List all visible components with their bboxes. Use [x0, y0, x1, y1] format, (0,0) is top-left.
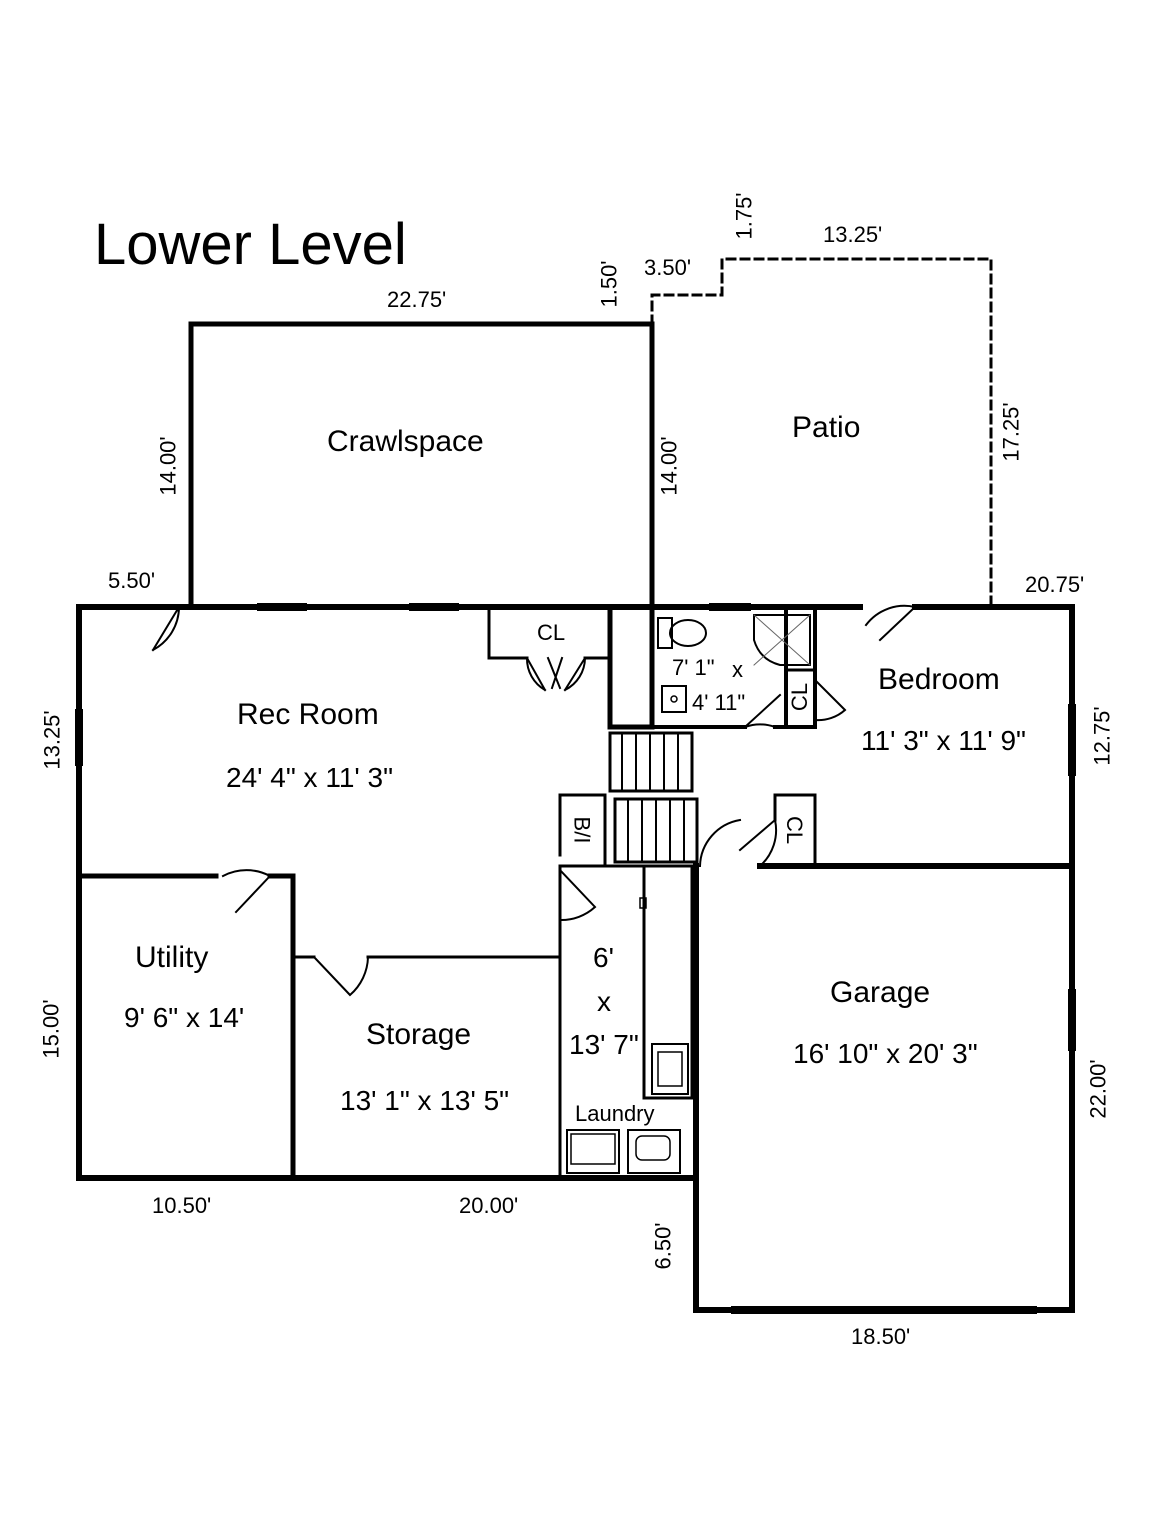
bath-size-x: x — [732, 657, 743, 682]
window-rec-1 — [257, 603, 307, 611]
dim-patio-right: 17.25' — [998, 402, 1024, 462]
dim-storage-bottom: 20.00' — [459, 1193, 519, 1218]
water-heater-box — [639, 897, 647, 909]
door-bath — [743, 693, 782, 729]
toilet-tank — [657, 617, 673, 649]
dim-patio-step-v: 1.50' — [596, 260, 622, 308]
dim-crawl-left: 14.00' — [155, 436, 181, 496]
crawlspace-label: Crawlspace — [327, 425, 484, 458]
dim-right-top: 20.75' — [1025, 572, 1085, 597]
garage-size: 16' 10" x 20' 3" — [793, 1038, 978, 1069]
dim-utility-left: 15.00' — [38, 999, 64, 1059]
dim-patio-top: 13.25' — [823, 222, 883, 247]
dim-crawl-right: 14.00' — [656, 436, 682, 496]
dryer — [627, 1129, 681, 1174]
washer — [566, 1129, 620, 1174]
dim-utility-bottom: 10.50' — [152, 1193, 212, 1218]
rec-closet-label: CL — [537, 620, 566, 645]
stair-closet-label: CL — [782, 815, 808, 845]
window-bath — [709, 603, 751, 611]
dim-garage-right: 22.00' — [1085, 1059, 1111, 1119]
window-rec-left — [75, 709, 83, 766]
door-bedroom — [864, 604, 917, 642]
bedroom-size: 11' 3" x 11' 9" — [861, 725, 1026, 756]
bath-walls — [650, 605, 817, 729]
dim-left-top-step: 5.50' — [108, 568, 156, 593]
garage-door — [731, 1306, 1037, 1314]
window-garage-right — [1068, 989, 1076, 1051]
door-stair-closet — [698, 818, 778, 868]
dim-bed-right: 12.75' — [1089, 706, 1115, 766]
utility-label: Utility — [135, 941, 209, 974]
door-storage — [312, 955, 370, 997]
dim-patio-step-h: 3.50' — [644, 255, 692, 280]
bedroom-label: Bedroom — [878, 663, 1000, 696]
hall-size-1: 6' — [593, 942, 614, 973]
door-ext-left — [151, 605, 181, 652]
chase-wall — [607, 604, 655, 730]
utility-size: 9' 6" x 14' — [124, 1002, 245, 1033]
storage-size: 13' 1" x 13' 5" — [340, 1085, 510, 1116]
hall-size-2: x — [597, 986, 611, 1017]
bath-sink — [661, 685, 687, 713]
doors-rec-closet — [525, 656, 587, 692]
rec-room-size: 24' 4" x 11' 3" — [226, 762, 394, 793]
page-title: Lower Level — [94, 212, 407, 277]
crawlspace-walls — [188, 321, 655, 607]
stair-treads — [621, 732, 685, 863]
dim-rec-left: 13.25' — [39, 710, 65, 770]
hall-size-3: 13' 7" — [569, 1029, 639, 1060]
dim-garage-bottom: 18.50' — [851, 1324, 911, 1349]
patio-label: Patio — [792, 411, 861, 444]
patio-dashed-outline — [650, 257, 993, 606]
stair-closet — [773, 793, 817, 868]
bath-closet-label: CL — [787, 682, 813, 712]
garage-label: Garage — [830, 976, 931, 1009]
dim-crawl-top: 22.75' — [387, 287, 447, 312]
bath-size-a: 7' 1" — [672, 655, 715, 680]
built-in-label: B/I — [569, 816, 595, 844]
shower — [753, 614, 811, 666]
dim-patio-step-v2: 1.75' — [731, 192, 757, 240]
door-hall — [558, 868, 597, 922]
storage-label: Storage — [366, 1018, 472, 1051]
laundry-sink — [651, 1043, 689, 1095]
door-utility — [221, 869, 272, 914]
rec-room-label: Rec Room — [237, 698, 379, 731]
door-bath-closet — [813, 678, 847, 722]
laundry-label: Laundry — [575, 1101, 655, 1126]
toilet-bowl — [669, 619, 707, 647]
window-bed-right — [1068, 704, 1076, 776]
window-rec-2 — [409, 603, 459, 611]
bath-size-b: 4' 11" — [692, 690, 746, 715]
dim-garage-left-step: 6.50' — [650, 1222, 676, 1270]
